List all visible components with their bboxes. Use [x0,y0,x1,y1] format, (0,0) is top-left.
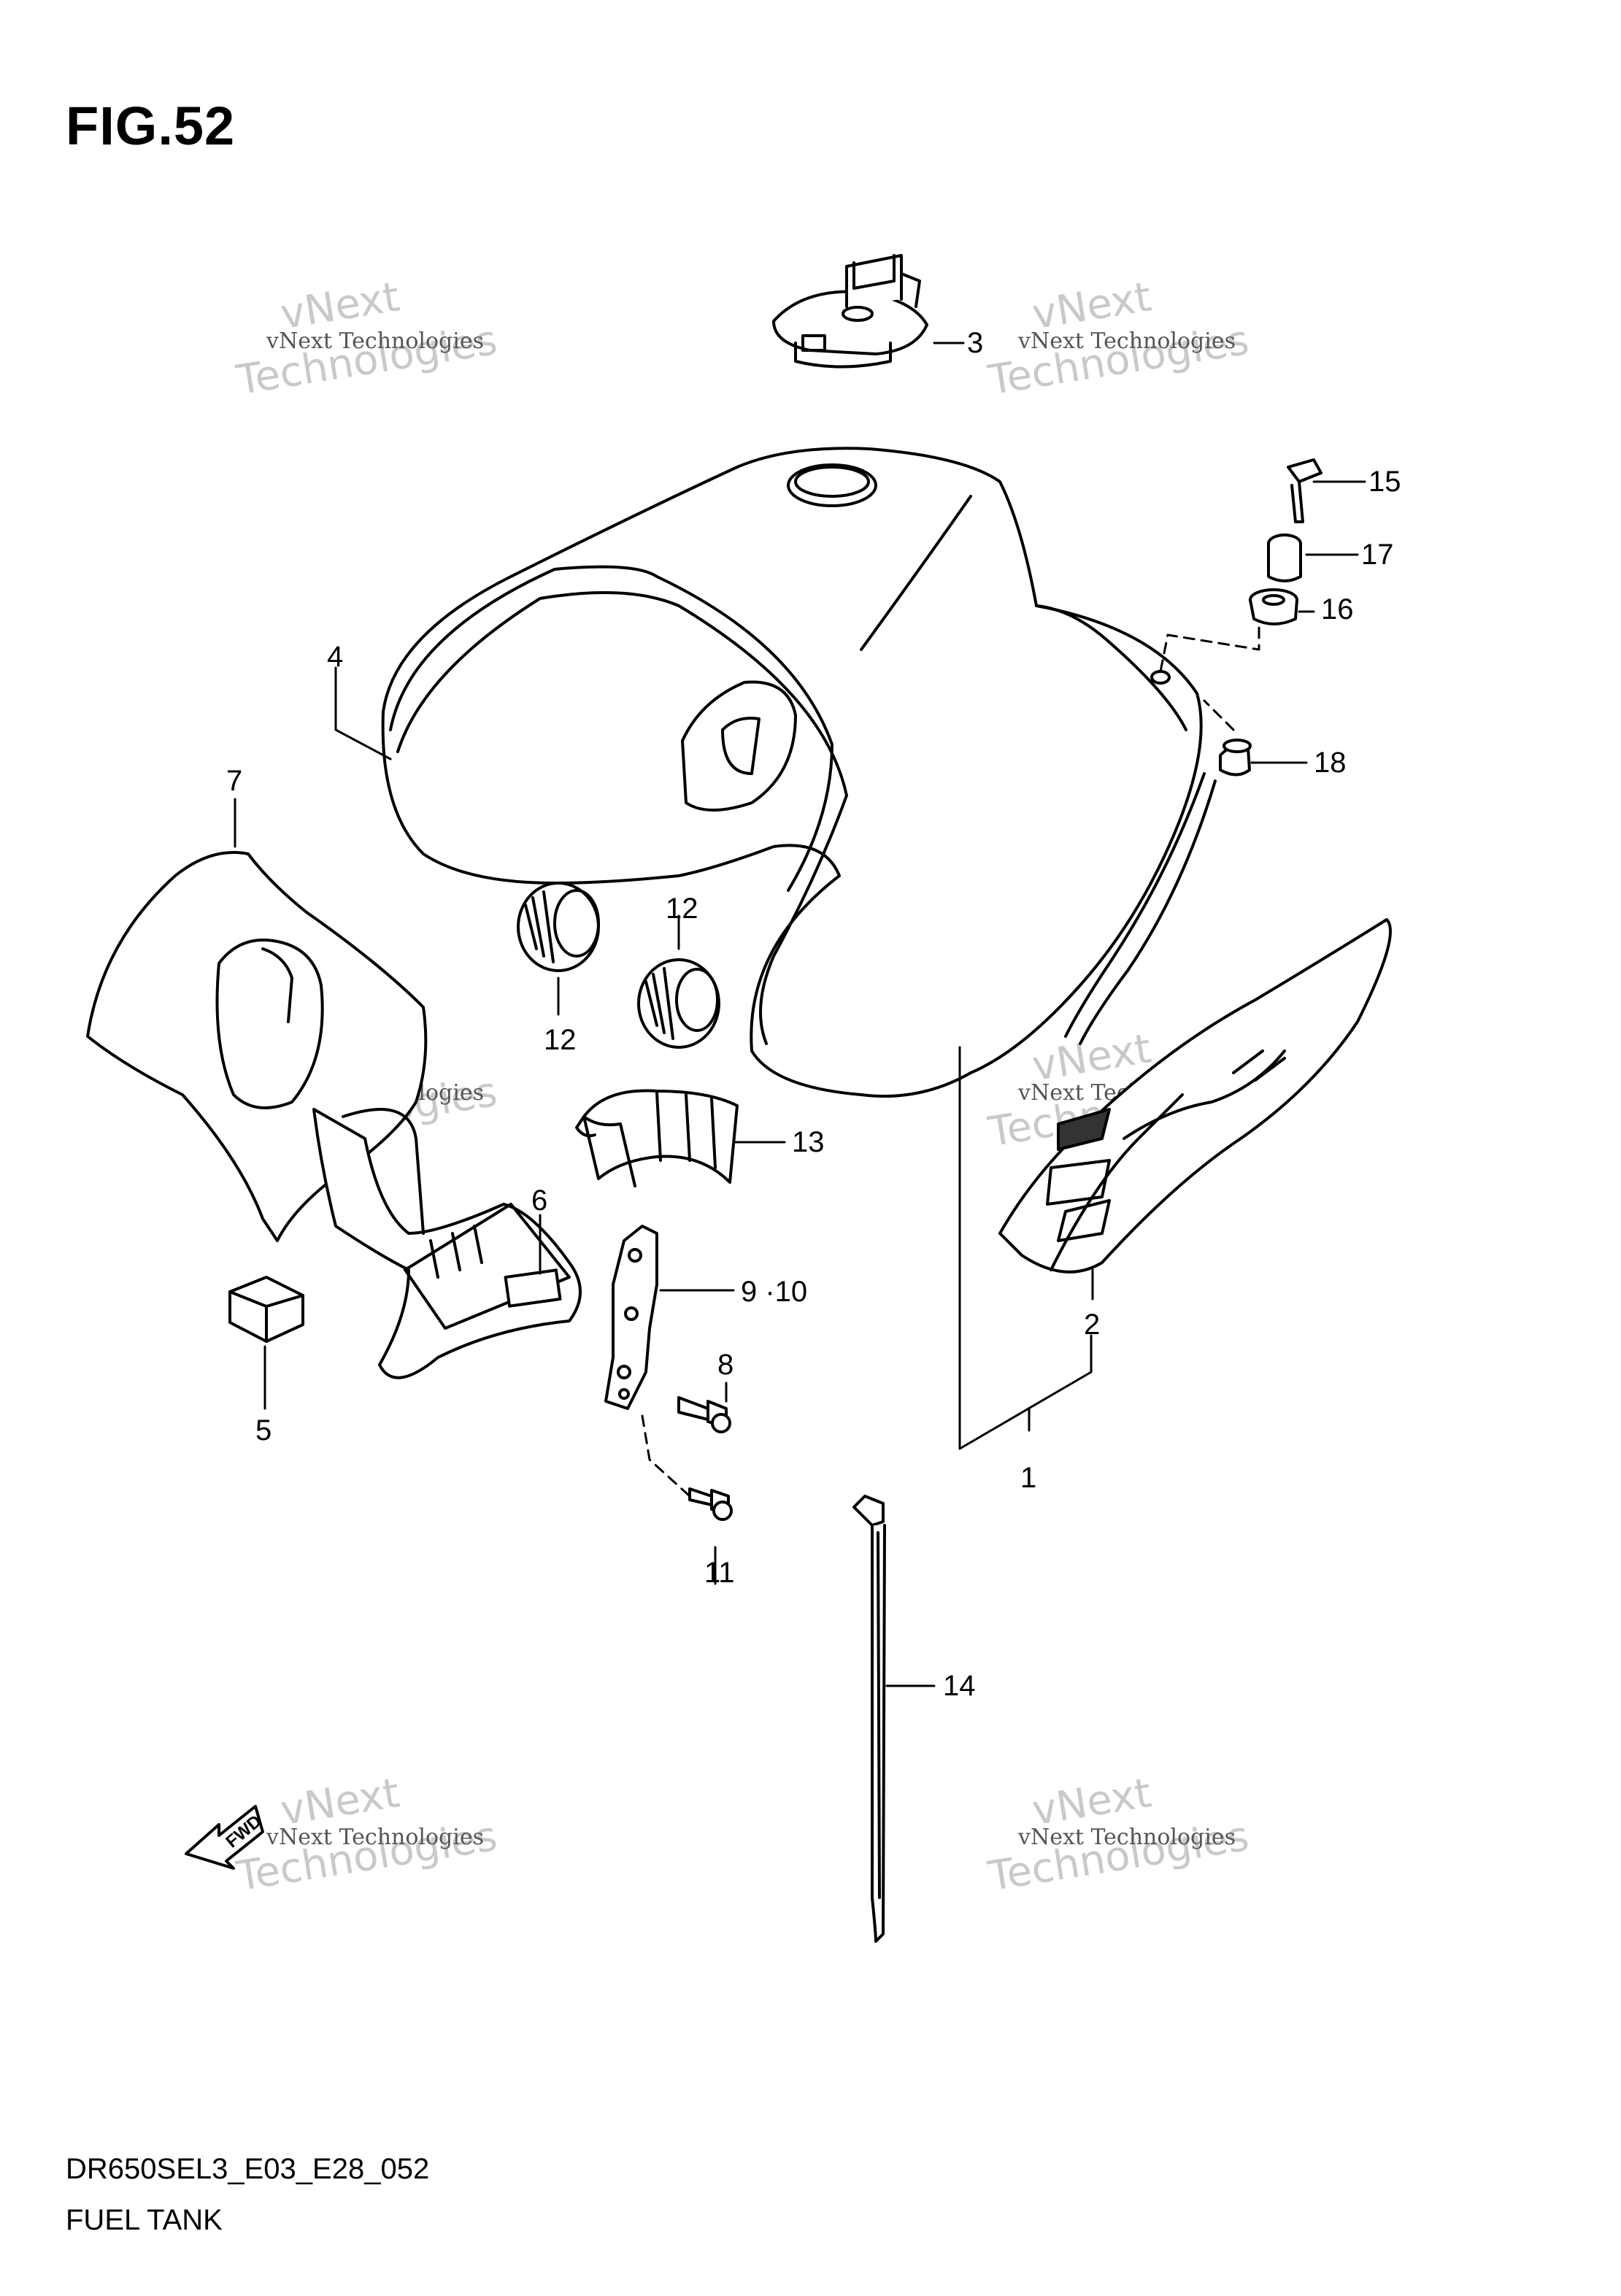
damper-part-12-left [517,882,600,972]
callout-2: 2 [1084,1309,1101,1341]
watermark-text: vNext Technologies [1018,1825,1236,1850]
callout-18: 18 [1314,747,1347,779]
fuel-tank-part-1 [381,447,1203,1098]
bolt-part-11 [688,1487,733,1521]
callout-12-upper: 12 [666,893,698,925]
callout-6: 6 [531,1184,548,1217]
drawing-name: FUEL TANK [66,2204,223,2236]
callout-1: 1 [1020,1462,1037,1494]
drawing-code: DR650SEL3_E03_E28_052 [66,2153,430,2185]
figure-title: FIG.52 [66,96,236,156]
fuel-cap-part-3 [772,254,928,369]
bolt-part-15 [1287,458,1322,523]
damper-part-12-right [637,958,720,1049]
leader-lines [234,342,1366,1687]
callout-15: 15 [1368,466,1401,498]
bolt-part-8 [677,1396,731,1433]
callout-4: 4 [327,641,344,673]
callout-12-lower: 12 [544,1024,577,1056]
cushion-part-13 [575,1089,739,1187]
callout-5: 5 [255,1414,272,1446]
lower-plate-part-6 [312,1108,582,1379]
collar-part-17 [1267,533,1302,582]
callout-17: 17 [1361,539,1394,571]
watermark-text: vNext Technologies [266,1825,485,1850]
callout-8: 8 [717,1349,734,1381]
watermark-text: vNext Technologies [266,328,485,354]
fwd-arrow-icon [185,1805,264,1870]
cushion-block-part-5 [228,1276,304,1343]
grommet-part-16 [1249,588,1298,625]
callout-7: 7 [226,765,243,797]
callout-11: 11 [704,1557,735,1589]
callout-16: 16 [1321,593,1354,625]
callout-13: 13 [792,1126,825,1158]
callout-9-10: 9 ·10 [741,1276,808,1308]
callout-3: 3 [967,327,984,359]
emblem-panel-part-2 [998,772,1392,1274]
assembly-dashed-lines [641,626,1260,1498]
bracket-part-9-10 [604,1225,658,1410]
grommet-part-18 [1219,739,1252,777]
cable-tie-part-14 [852,1495,886,1943]
watermark-text: vNext Technologies [1018,328,1236,354]
callout-14: 14 [943,1670,976,1702]
